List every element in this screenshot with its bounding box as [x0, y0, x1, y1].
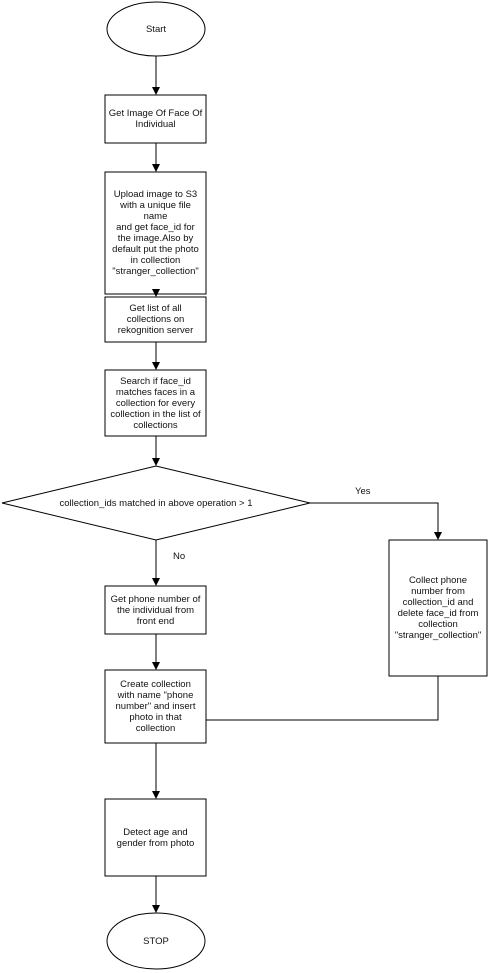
stop-terminal [106, 912, 206, 970]
collect-phone-process [388, 539, 488, 677]
start-label: Start [145, 23, 167, 35]
upload-label: Upload image to S3 with a unique file na… [112, 189, 199, 277]
get-list-process [104, 296, 207, 343]
get-phone-process [104, 585, 207, 635]
decision-label: collection_ids matched in above operatio… [59, 497, 253, 509]
upload-process [104, 171, 207, 295]
collect-phone-label: Collect phone number from collection_id … [394, 575, 482, 641]
edge-collect-phone-merge [206, 676, 439, 721]
create-collection-label: Create collection with name "phone numbe… [115, 679, 196, 734]
detect-process [104, 798, 207, 877]
get-image-label: Get Image Of Face Of Individual [108, 108, 203, 130]
search-label: Search if face_id matches faces in a col… [110, 375, 201, 431]
stop-label: STOP [143, 935, 169, 947]
get-image-process [104, 94, 207, 144]
create-collection-process [104, 669, 207, 744]
edge-decision-yes [310, 502, 442, 540]
no-label: No [173, 551, 186, 562]
detect-label: Detect age and gender from photo [116, 826, 195, 849]
yes-label: Yes [355, 486, 371, 497]
get-list-label: Get list of all collections on rekogniti… [117, 303, 194, 336]
get-phone-label: Get phone number of the individual from … [110, 593, 201, 627]
